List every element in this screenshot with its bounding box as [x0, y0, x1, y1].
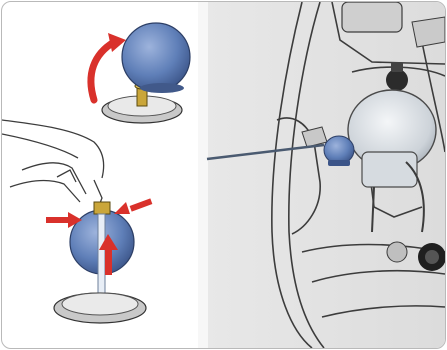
hand-drawing [2, 120, 104, 208]
divider-strip [198, 2, 208, 348]
cap-opening-arrow-icon [91, 33, 126, 100]
reservoir-cap [324, 136, 354, 166]
illustration-canvas [2, 2, 445, 348]
